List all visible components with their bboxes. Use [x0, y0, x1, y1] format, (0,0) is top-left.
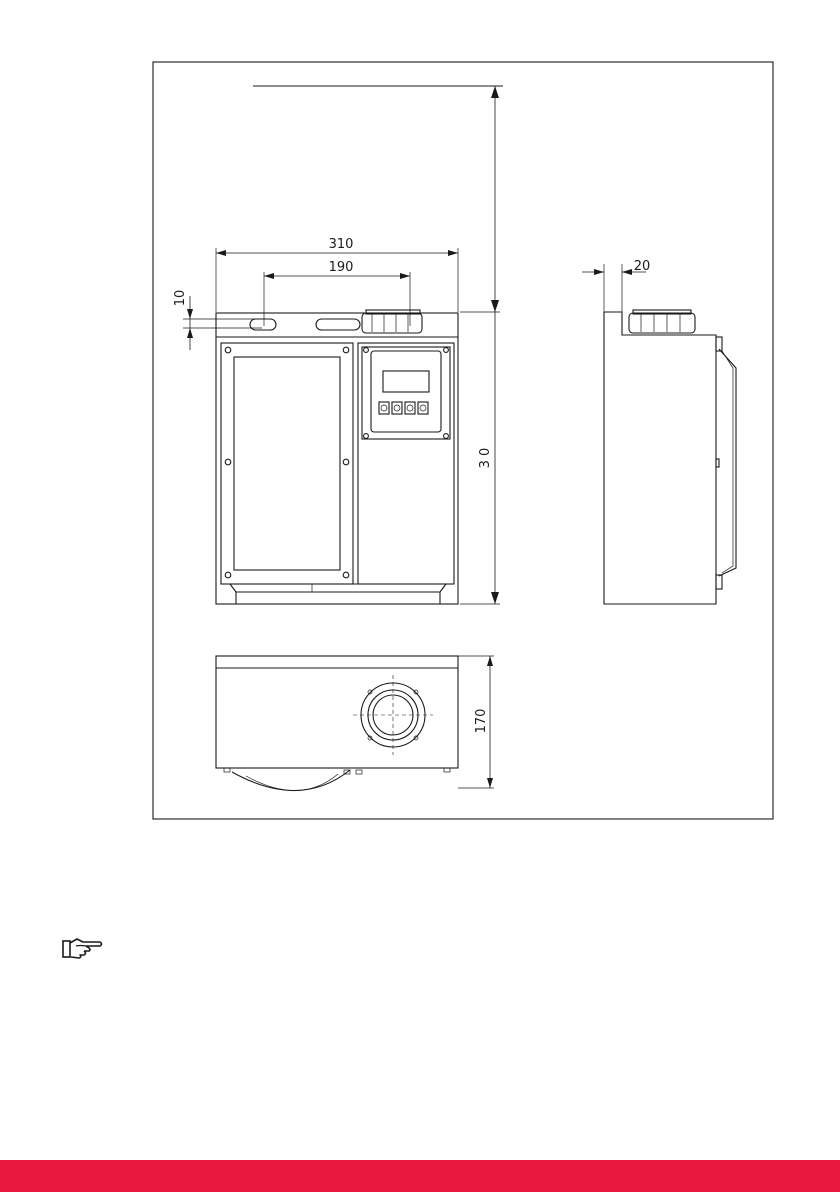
dim-hole-spacing: 190 — [329, 260, 354, 275]
dim-width-total: 310 — [329, 237, 354, 252]
dim-height: 3 0 — [478, 448, 493, 469]
drawing-frame — [153, 62, 773, 819]
pointing-hand-icon — [62, 936, 104, 962]
dim-slot-offset: 10 — [173, 290, 188, 307]
dim-bottom-depth: 170 — [474, 709, 489, 734]
footer-bar — [0, 1160, 840, 1192]
dim-side-depth: 20 — [634, 259, 651, 274]
